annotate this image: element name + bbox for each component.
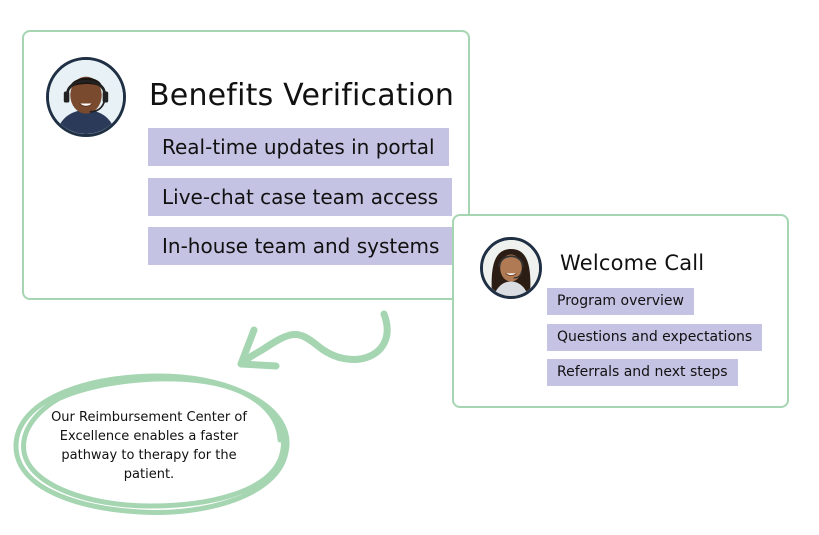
agent-avatar-1-image <box>49 60 123 134</box>
curved-arrow-icon <box>237 310 391 370</box>
agent-avatar-2-image <box>483 240 539 296</box>
benefit-item-3: In-house team and systems <box>148 227 454 265</box>
welcome-item-1: Program overview <box>547 288 694 315</box>
benefit-item-2: Live-chat case team access <box>148 178 453 216</box>
benefits-verification-card: Benefits Verification Real-time updates … <box>22 30 470 300</box>
callout-text: Our Reimbursement Center of Excellence e… <box>51 410 247 482</box>
benefit-item-1: Real-time updates in portal <box>148 128 449 166</box>
agent-headset-icon <box>46 57 126 137</box>
welcome-item-2: Questions and expectations <box>547 324 763 351</box>
benefits-title: Benefits Verification <box>149 78 455 113</box>
welcome-item-3: Referrals and next steps <box>547 359 738 386</box>
welcome-title: Welcome Call <box>560 251 705 275</box>
hand-drawn-circle-icon <box>13 373 290 515</box>
welcome-call-card: Welcome Call Program overview Questions … <box>452 214 789 408</box>
agent-headset-icon <box>480 237 542 299</box>
